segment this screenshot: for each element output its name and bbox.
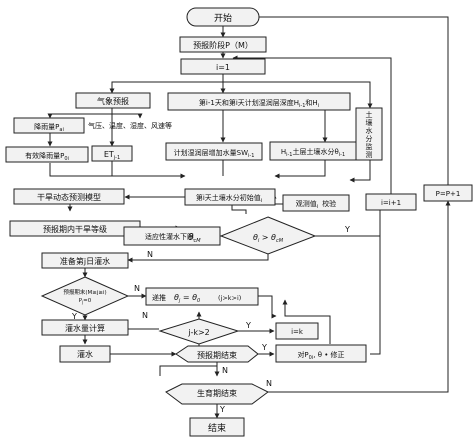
assign-i-label: i=k: [291, 328, 304, 336]
soil-moisture-monitor-char: 监: [366, 142, 373, 151]
increment-i-node: i=i+1: [365, 193, 417, 211]
effective-rainfall-label: 有效降雨量P0i: [25, 151, 69, 162]
period-increment-label: P=P+1: [436, 190, 461, 198]
soil-moisture-monitor-char: 测: [366, 151, 373, 159]
depth-increase-node: 计划湿润层增加水量SWi-1: [165, 142, 263, 161]
forecast-check-yes-label: Y: [71, 312, 77, 321]
compare-moisture-decision: θi > θcM: [219, 216, 317, 255]
threshold-symbol: θcM: [188, 233, 201, 244]
compute-irrigation-label: 灌水量计算: [65, 323, 105, 333]
depth-increase-label: 计划湿润层增加水量SWi-1: [174, 148, 255, 159]
drought-model-node: 干旱动态预测模型: [13, 188, 125, 205]
recurse-label: 递推: [152, 293, 166, 302]
init-i-node: i=1: [180, 58, 266, 75]
meteorological-factors-node: 气压、温度、湿度、风速等: [88, 121, 172, 130]
rainfall-forecast-label: 降雨量Pai: [34, 122, 64, 133]
threshold-node: 适应性灌水下限 θcM: [123, 226, 221, 246]
forecast-check-line2: Pj=0: [79, 298, 92, 305]
soil-moisture-monitor-char: 土: [366, 110, 373, 119]
jk-no-label: N: [142, 311, 148, 320]
soil-moisture-monitor-char: 水: [366, 126, 373, 135]
compare-yes-label: Y: [344, 225, 350, 234]
forecast-check-no-label: N: [134, 284, 140, 293]
compare-jk-decision: j-k>2: [158, 318, 240, 345]
growth-end-yes-label: Y: [219, 405, 225, 414]
start-node: 开始: [186, 7, 260, 27]
planned-depth-node: 第i-1天和第i天计划湿润层深度Hi-1和Hi: [167, 92, 351, 111]
forecast-end-yes-label: Y: [261, 343, 267, 352]
forecast-stage-label: 预报阶段P（M）: [193, 40, 253, 50]
recurse-condition: (j>k>i): [218, 294, 241, 302]
assign-i-node: i=k: [275, 322, 319, 340]
drought-level-node: 预报期内干旱等级: [9, 220, 141, 237]
upper-moisture-node: Hi-1土层土壤水分θi-1: [269, 141, 357, 161]
period-increment-node: P=P+1: [423, 184, 473, 202]
upper-moisture-label: Hi-1土层土壤水分θi-1: [281, 147, 345, 158]
increment-i-label: i=i+1: [381, 199, 401, 207]
compare-jk-label: j-k>2: [187, 328, 210, 337]
init-i-label: i=1: [216, 63, 230, 72]
correction-node: 对P0i, θ • 修正: [275, 344, 367, 363]
correction-label: 对P0i, θ • 修正: [297, 350, 344, 361]
forecast-end-decision: 预报期结束: [175, 345, 259, 363]
weather-forecast-label: 气象预报: [97, 96, 129, 106]
end-node: 结束: [189, 417, 245, 437]
rainfall-forecast-node: 降雨量Pai: [13, 117, 85, 134]
start-label: 开始: [214, 12, 232, 24]
jk-yes-label: Y: [245, 321, 251, 330]
ready-irrigation-node: 准备第j日灌水: [41, 252, 129, 269]
weather-forecast-node: 气象预报: [75, 92, 151, 109]
threshold-label: 适应性灌水下限: [145, 232, 194, 241]
ready-irrigation-label: 准备第j日灌水: [60, 256, 110, 266]
forecast-check-decision: 预报期末(M≥j≥i) Pj=0: [40, 276, 130, 316]
branch-labels: Y N N Y N Y Y N Y N: [71, 225, 350, 414]
effective-rainfall-node: 有效降雨量P0i: [5, 146, 89, 163]
soil-moisture-monitor-char: 分: [366, 134, 373, 143]
drought-model-label: 干旱动态预测模型: [37, 192, 101, 202]
planned-depth-label: 第i-1天和第i天计划湿润层深度Hi-1和Hi: [199, 98, 319, 109]
meteorological-factors-label: 气压、温度、湿度、风速等: [88, 121, 172, 130]
initial-moisture-node: 第i天土壤水分初始值i: [184, 188, 276, 206]
compute-irrigation-node: 灌水量计算: [41, 319, 129, 336]
growth-end-no-label: N: [266, 379, 272, 388]
forecast-end-no-label: N: [222, 366, 228, 375]
end-label: 结束: [208, 422, 226, 434]
recurse-node: 递推 θj = θ0 (j>k>i): [145, 287, 259, 306]
recurse-formula: θj = θ0: [174, 293, 200, 304]
irrigate-node: 灌水: [59, 345, 111, 363]
drought-level-label: 预报期内干旱等级: [43, 224, 107, 234]
et-label: ETj-1: [104, 150, 120, 161]
compare-no-label: N: [147, 250, 153, 259]
initial-moisture-label: 第i天土壤水分初始值i: [196, 193, 262, 204]
irrigate-label: 灌水: [77, 349, 93, 359]
compare-moisture-label: θi > θcM: [253, 233, 284, 244]
forecast-end-label: 预报期结束: [197, 350, 237, 360]
forecast-check-label: 预报期末(M≥j≥i): [63, 288, 106, 296]
growth-end-decision: 生育期结束: [165, 383, 269, 405]
soil-moisture-monitor-char: 壤: [366, 118, 373, 127]
forecast-stage-node: 预报阶段P（M）: [179, 36, 267, 53]
et-node: ETj-1: [91, 145, 133, 162]
growth-end-label: 生育期结束: [197, 388, 237, 398]
